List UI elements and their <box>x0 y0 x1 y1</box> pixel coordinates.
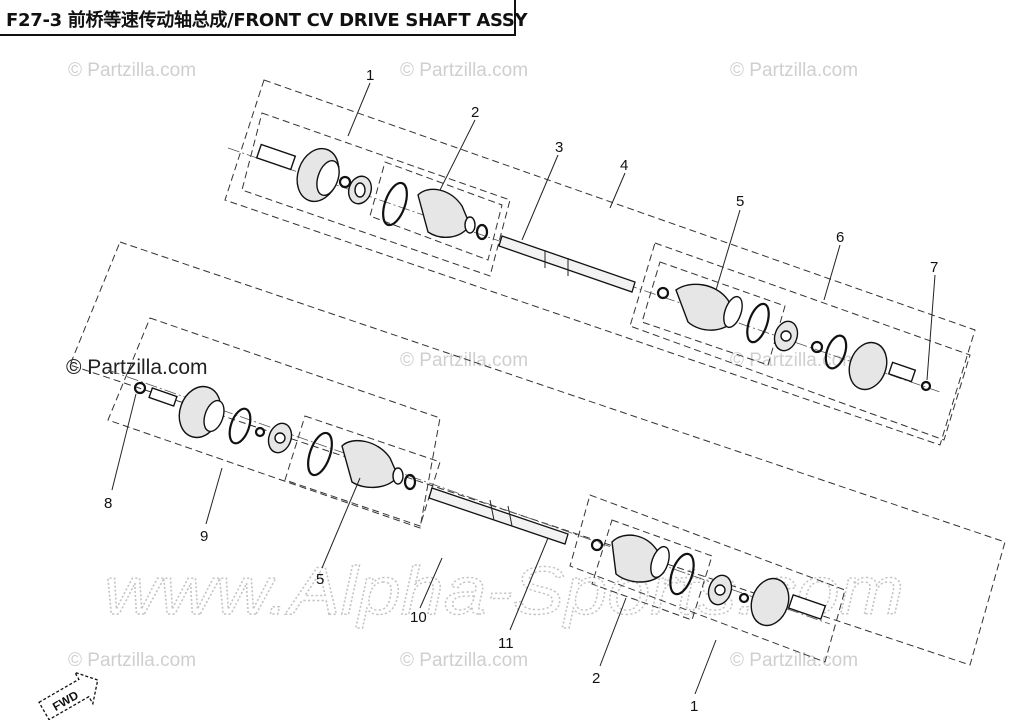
callout-5-bottom: 5 <box>316 571 324 588</box>
boot-5-upper <box>675 283 743 331</box>
partzilla-watermarks: © Partzilla.com © Partzilla.com © Partzi… <box>66 60 858 671</box>
dashed-box-1-lower <box>569 494 846 663</box>
watermark-4: © Partzilla.com <box>400 350 528 371</box>
watermark-7: © Partzilla.com <box>400 650 528 671</box>
clip-lower-2 <box>590 538 604 552</box>
callout-2-top: 2 <box>471 104 479 121</box>
drive-shaft-11 <box>428 487 569 545</box>
clip-upper-3 <box>810 340 824 354</box>
dashed-box-10 <box>69 241 1006 666</box>
boot-clamp-upper <box>382 181 408 227</box>
watermark-5: © Partzilla.com <box>730 350 858 371</box>
watermark-1: © Partzilla.com <box>68 60 196 81</box>
clip-upper-2 <box>656 286 670 300</box>
tripod-lower <box>267 422 293 454</box>
callout-1-top: 1 <box>366 67 374 84</box>
circlip-7 <box>920 380 932 392</box>
boot-upper <box>417 188 476 238</box>
callout-8: 8 <box>104 495 112 512</box>
callout-9: 9 <box>200 528 208 545</box>
dashed-box-1-upper <box>241 112 511 277</box>
bearing-cage-upper <box>347 175 373 205</box>
callout-4: 4 <box>620 157 628 174</box>
bearing-cage-lower <box>707 574 733 606</box>
clip-lower-1 <box>254 426 266 438</box>
o-ring-upper <box>824 334 848 370</box>
watermark-8: © Partzilla.com <box>730 650 858 671</box>
dashed-box-5-upper <box>641 261 786 366</box>
clip-lower-3 <box>738 592 750 604</box>
callout-10: 10 <box>410 609 427 626</box>
dashed-box-5-lower <box>284 415 441 527</box>
drive-shaft-3 <box>498 235 636 293</box>
outer-cv-joint-lower <box>750 577 827 627</box>
dashed-box-2-upper <box>369 161 503 261</box>
small-clamp-lower <box>403 473 417 491</box>
watermark-6: © Partzilla.com <box>68 650 196 671</box>
inner-housing-upper <box>848 341 917 391</box>
tripod-upper <box>773 320 799 352</box>
centerline-lower <box>107 369 831 625</box>
outer-cv-joint-upper <box>255 143 340 203</box>
small-clamp-upper <box>475 223 489 241</box>
callout-3: 3 <box>555 139 563 156</box>
circlip-8 <box>133 381 147 395</box>
watermark-2: © Partzilla.com <box>400 60 528 81</box>
upper-shaft-assembly <box>224 79 976 446</box>
callout-7: 7 <box>930 259 938 276</box>
dashed-box-4 <box>224 79 976 446</box>
dashed-box-2-lower <box>591 519 713 621</box>
o-ring-lower <box>228 407 252 445</box>
dashed-box-9 <box>107 317 441 529</box>
watermark-dark: © Partzilla.com <box>66 356 208 379</box>
title-box: F27-3 前桥等速传动轴总成/FRONT CV DRIVE SHAFT ASS… <box>0 0 528 36</box>
fwd-arrow-icon: FWD <box>38 671 99 720</box>
callout-11: 11 <box>498 635 514 652</box>
inner-housing-lower <box>148 385 225 439</box>
boot-5-lower <box>341 439 404 489</box>
callout-6: 6 <box>836 229 844 246</box>
boot-2-lower <box>611 534 670 583</box>
callout-5-top: 5 <box>736 193 744 210</box>
page-title: F27-3 前桥等速传动轴总成/FRONT CV DRIVE SHAFT ASS… <box>6 10 528 31</box>
callout-2-bottom: 2 <box>592 670 600 687</box>
dashed-box-6 <box>629 242 971 441</box>
watermark-3: © Partzilla.com <box>730 60 858 81</box>
boot-clamp-2-lower <box>669 552 695 596</box>
callout-leaders <box>111 82 936 695</box>
lower-shaft-assembly <box>69 241 1006 666</box>
boot-clamp-5-lower <box>307 431 333 477</box>
clip-upper-1 <box>338 175 352 189</box>
boot-clamp-5-upper <box>746 302 770 344</box>
callout-1-bottom: 1 <box>690 698 698 715</box>
callout-numbers: 1 2 3 4 5 6 7 8 9 5 10 11 2 1 <box>104 67 938 715</box>
